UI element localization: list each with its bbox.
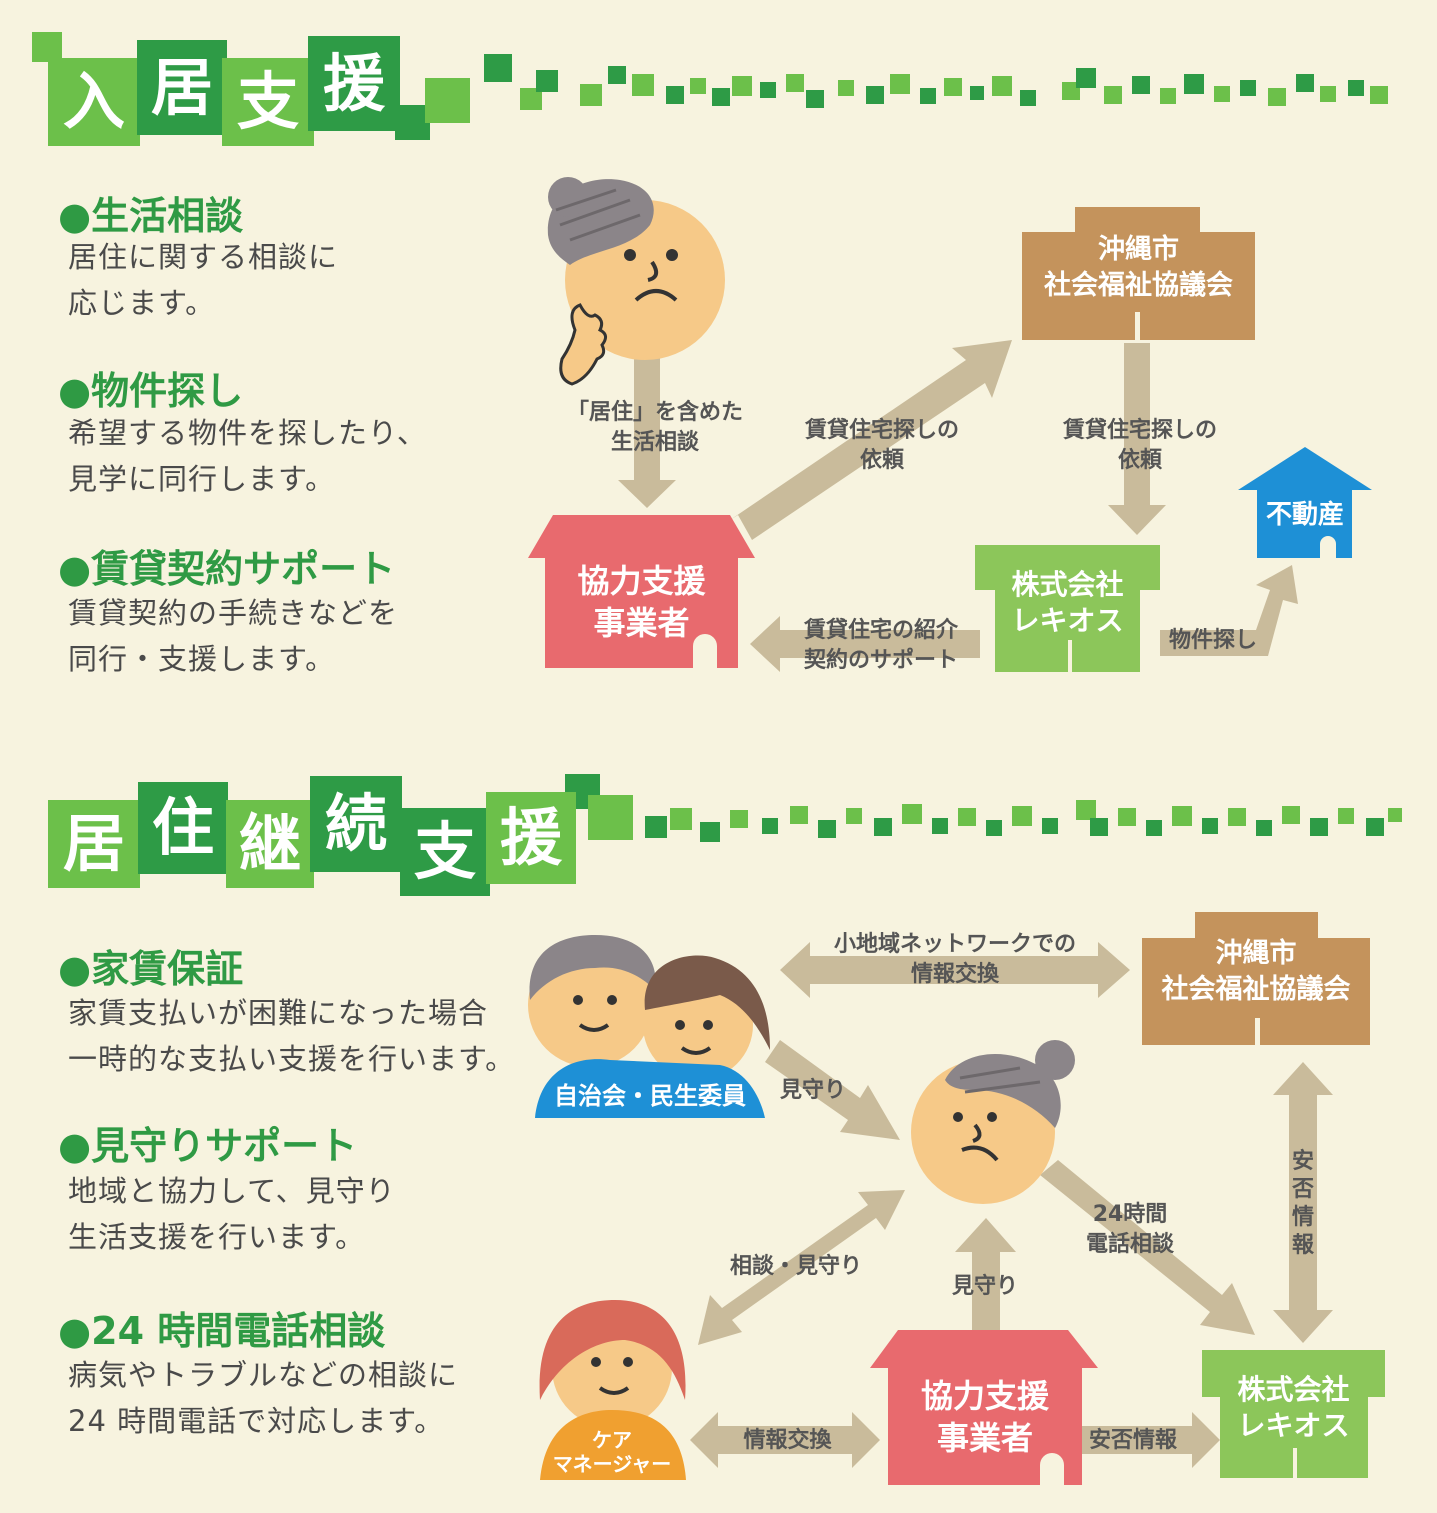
section2-title-char-5: 支 [400,808,490,896]
section1-arrows [618,340,1298,672]
arrow-intro-label: 賃貸住宅の紹介 契約のサポート [803,618,958,673]
section2-item2-heading: ●見守りサポート [58,1124,358,1168]
lequios-label-2: 株式会社 レキオス [1237,1373,1350,1442]
section1-item2-text: 希望する物件を探したり、 見学に同行します。 [68,416,427,496]
council-label-1: 沖縄市 社会福祉協議会 [1044,234,1233,301]
arrow-safety-h-label: 安否情報 [1088,1428,1177,1453]
arrow-request2 [1108,343,1166,535]
section2-title-char-3: 継 [226,800,314,888]
section2-item3-text: 病気やトラブルなどの相談に 24 時間電話で対応します。 [68,1358,459,1438]
section2-item3-heading: ●24 時間電話相談 [58,1309,386,1353]
arrow-watch1-label: 見守り [779,1078,846,1103]
section2-title-char-4: 続 [310,776,402,872]
care-manager-figure [539,1300,686,1480]
arrow-consult-watch [698,1190,905,1345]
thinking-elder-figure [547,177,725,386]
section1-title-char-1: 入 [48,58,140,146]
section1-item3-text: 賃貸契約の手続きなどを 同行・支援します。 [68,596,399,676]
arrow-safety-v [1273,1062,1333,1343]
residents-figures [528,935,770,1118]
section2-title-char-2: 住 [138,782,228,874]
section2-arrows [690,942,1333,1468]
section1-title-char-4: 援 [308,36,400,131]
arrow-network-label: 小地域ネットワークでの 情報交換 [833,932,1076,987]
section2-item1-text: 家賃支払いが困難になった場合 一時的な支払い支援を行います。 [68,996,516,1076]
section1-item1-heading: ●生活相談 [58,194,244,238]
section1-decor-squares [32,32,1388,140]
council-building-1 [1022,207,1255,340]
lequios-building-1 [975,545,1160,672]
lequios-building-2 [1202,1350,1385,1478]
arrow-request1 [730,340,1012,540]
arrow-consult-label: 「居住」を含めた 生活相談 [566,400,743,455]
provider-label-2: 協力支援 事業者 [920,1377,1049,1457]
council-label-2: 沖縄市 社会福祉協議会 [1161,938,1351,1005]
section2-title-char-6: 援 [486,792,576,884]
section2-item2-text: 地域と協力して、見守り 生活支援を行います。 [68,1174,396,1254]
arrow-watch1 [765,1040,900,1140]
section1-title-char-2: 居 [137,40,227,135]
realestate-label: 不動産 [1265,500,1344,530]
council-building-2 [1142,912,1370,1045]
arrow-consult-watch-label: 相談・見守り [729,1254,862,1279]
arrow-request2-label: 賃貸住宅探しの 依頼 [1062,418,1217,473]
care-manager-label: ケア マネージャー [552,1428,672,1476]
arrow-safety-h [1082,1412,1220,1468]
arrow-info [690,1412,880,1468]
arrow-24h [1040,1160,1255,1335]
section1-item3-heading: ●賃貸契約サポート [58,547,396,591]
arrow-network [780,942,1130,998]
section1-title-char-3: 支 [222,58,314,146]
provider-building-1 [528,515,755,668]
provider-label-1: 協力支援 事業者 [577,562,706,642]
section2-item1-heading: ●家賃保証 [58,947,244,991]
elder-center-figure [911,1040,1075,1204]
section2-title-char-1: 居 [48,800,140,888]
provider-building-2 [870,1330,1098,1485]
section1-item2-heading: ●物件探し [58,369,244,413]
section2-decor-squares [565,774,1402,842]
arrow-search-label: 物件探し [1168,628,1257,653]
residents-label: 自治会・民生委員 [554,1082,746,1110]
arrow-24h-label: 24時間 電話相談 [1085,1202,1174,1257]
arrow-watch2-label: 見守り [951,1274,1018,1299]
arrow-info-label: 情報交換 [743,1428,832,1453]
arrow-consult [618,355,676,508]
realestate-building [1238,447,1372,558]
arrow-intro [750,616,980,672]
arrow-safety-v-label: 安 否 情 報 [1291,1149,1314,1258]
arrow-search [1160,565,1298,656]
lequios-label-1: 株式会社 レキオス [1011,568,1124,637]
section1-item1-text: 居住に関する相談に 応じます。 [68,240,339,320]
arrow-watch2 [955,1218,1016,1330]
arrow-request1-label: 賃貸住宅探しの 依頼 [804,418,959,473]
